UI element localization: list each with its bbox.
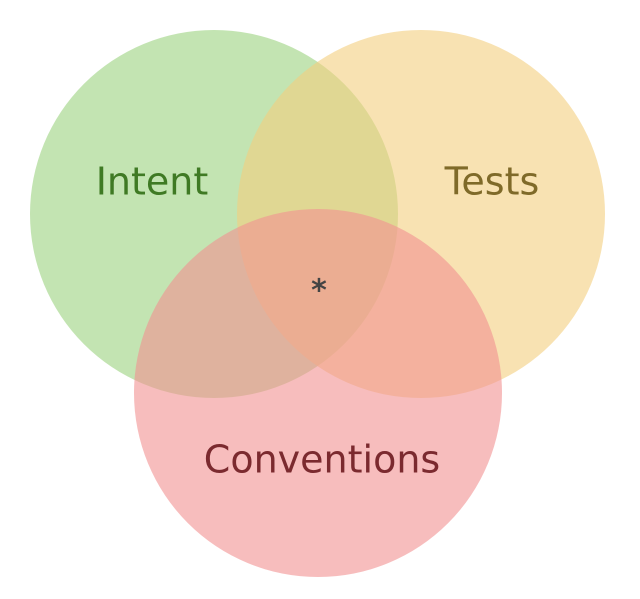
intersection-asterisk: *	[311, 274, 327, 309]
label-conventions: Conventions	[204, 438, 440, 482]
circle-conventions	[134, 209, 502, 577]
label-tests: Tests	[444, 160, 540, 204]
label-intent: Intent	[96, 160, 209, 204]
